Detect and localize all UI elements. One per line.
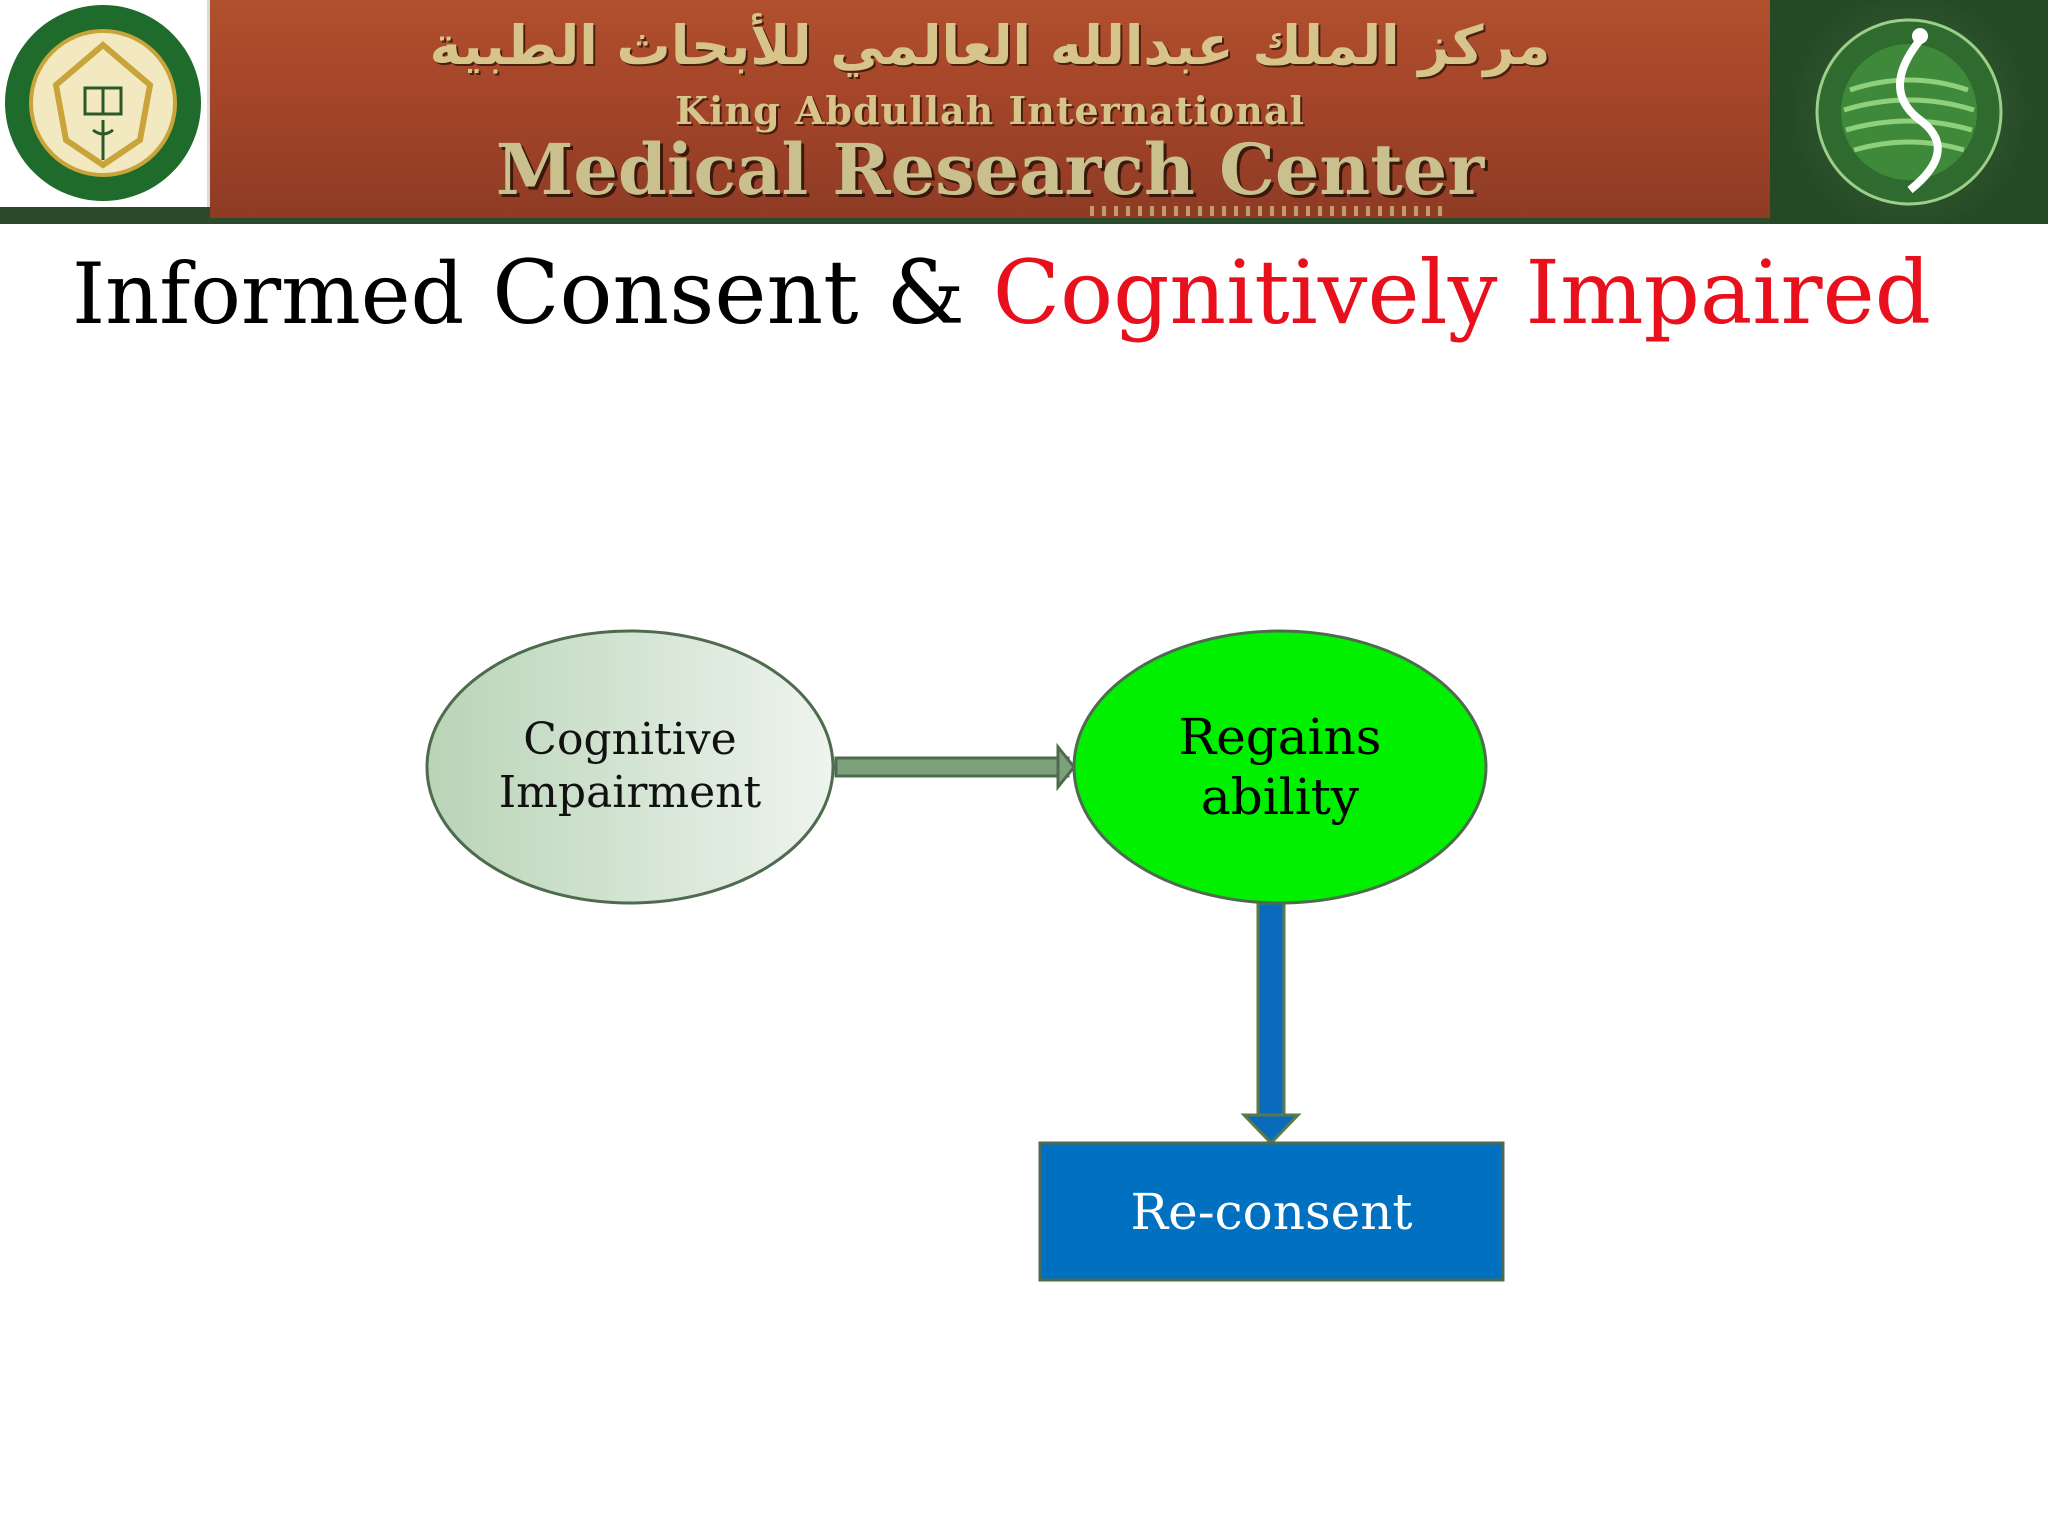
node-cognitive-impairment-label: Cognitive Impairment xyxy=(430,632,830,902)
node-regains-ability-label: Regains ability xyxy=(1077,632,1483,902)
node-re-consent-label: Re-consent xyxy=(1040,1143,1503,1280)
node-regains-ability-line1: Regains xyxy=(1178,708,1382,766)
institution-name-line2: Medical Research Center xyxy=(495,128,1485,211)
slide-title: Informed Consent & Cognitively Impaired xyxy=(72,228,2012,359)
arrow-regains-to-reconsent xyxy=(1240,901,1302,1146)
node-regains-ability-shape xyxy=(1072,629,1488,905)
header-banner: مركز الملك عبدالله العالمي للأبحاث الطبي… xyxy=(0,0,2048,224)
title-part-consent: Consent & xyxy=(492,241,965,344)
banner-ruler-decoration xyxy=(1090,206,1450,216)
title-part-cognitively-impaired: Cognitively Impaired xyxy=(992,241,1932,344)
kaimrc-logo xyxy=(1770,0,2048,224)
node-re-consent-shape xyxy=(1038,1141,1505,1282)
title-part-informed: Informed xyxy=(72,245,465,343)
kaimrc-icon xyxy=(1815,18,2003,206)
seal-icon xyxy=(5,5,201,201)
arrow-impairment-to-regains xyxy=(834,742,1076,792)
node-regains-ability-line2: ability xyxy=(1200,768,1360,826)
node-cognitive-impairment-line2: Impairment xyxy=(498,767,762,818)
institution-banner: مركز الملك عبدالله العالمي للأبحاث الطبي… xyxy=(210,0,1770,218)
node-cognitive-impairment-line1: Cognitive xyxy=(523,714,737,766)
node-cognitive-impairment-shape xyxy=(425,629,835,905)
university-seal-logo xyxy=(0,0,210,207)
node-re-consent-line1: Re-consent xyxy=(1130,1182,1413,1241)
arabic-institution-name: مركز الملك عبدالله العالمي للأبحاث الطبي… xyxy=(429,14,1551,77)
institution-name-line1: King Abdullah International xyxy=(675,88,1305,133)
